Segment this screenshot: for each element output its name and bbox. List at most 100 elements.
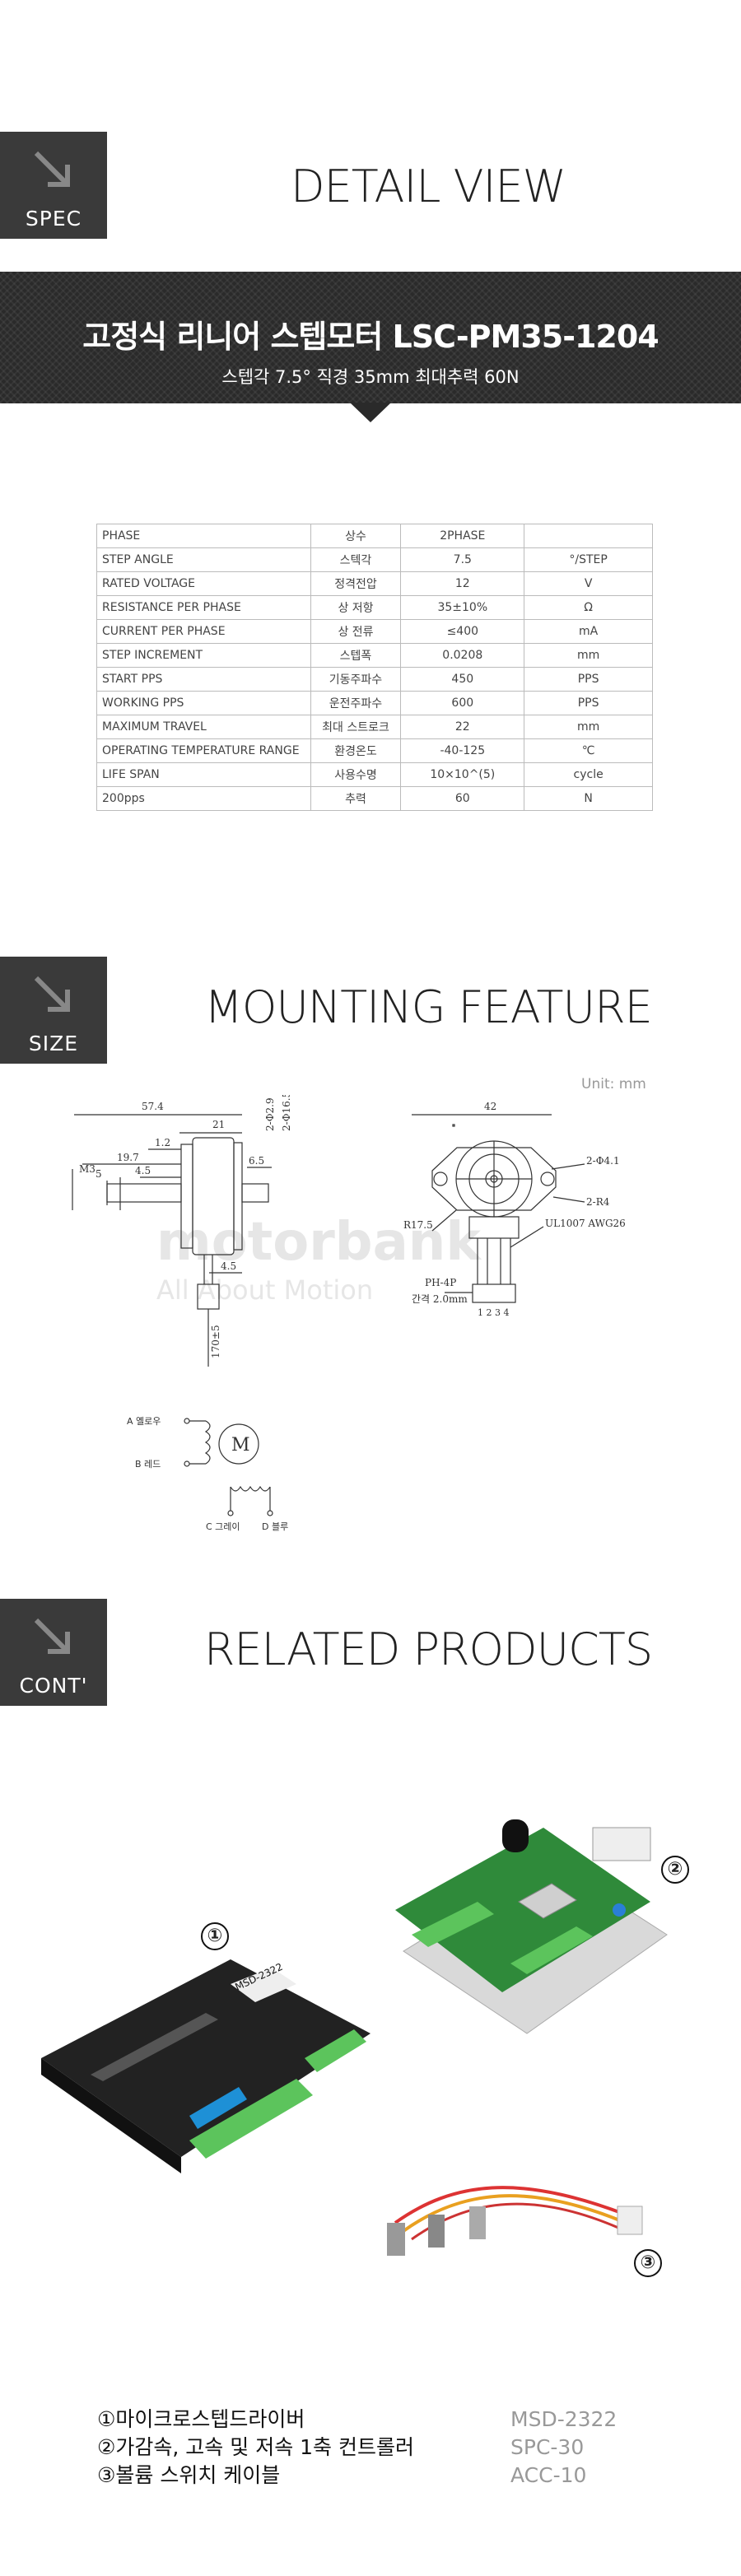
spec-cell-unit: mA — [524, 619, 653, 644]
product-item-3: ③볼륨 스위치 케이블 — [97, 2463, 281, 2487]
product-code-2: SPC-30 — [510, 2435, 585, 2459]
wire-d-label: D 블루 — [262, 1521, 288, 1532]
spec-cell-unit: cycle — [524, 762, 653, 787]
spec-cell-ko: 기동주파수 — [310, 667, 402, 692]
unit-note: Unit: mm — [581, 1076, 646, 1092]
detail-view-title: DETAIL VIEW — [291, 161, 566, 212]
dim-hole: 2-Φ4.1 — [586, 1155, 620, 1167]
spec-cell-ko: 상 저항 — [310, 595, 402, 620]
banner-subtitle: 스텝각 7.5° 직경 35mm 최대추력 60N — [221, 367, 520, 387]
driver-image: MSD-2322 — [41, 1959, 370, 2173]
spec-cell-ko: 상 전류 — [310, 619, 402, 644]
spec-cell-ko: 운전주파수 — [310, 691, 402, 715]
dim-6-5: 6.5 — [249, 1155, 264, 1167]
spec-cell-en: STEP ANGLE — [96, 547, 311, 572]
cont-tag-label: CONT' — [19, 1674, 88, 1698]
spec-cell-ko: 스텍각 — [310, 547, 402, 572]
spec-cell-en: CURRENT PER PHASE — [96, 619, 311, 644]
mounting-feature-title: MOUNTING FEATURE — [204, 981, 652, 1033]
product-codes: MSD-2322 SPC-30 ACC-10 — [510, 2406, 617, 2490]
dim-r17-5: R17.5 — [403, 1219, 433, 1231]
spec-cell-en: WORKING PPS — [96, 691, 311, 715]
dim-42: 42 — [484, 1101, 496, 1112]
cont-tag: CONT' — [0, 1599, 107, 1706]
spec-cell-value: 2PHASE — [400, 524, 525, 548]
spec-cell-value: 450 — [400, 667, 525, 692]
dim-5: 5 — [96, 1168, 102, 1180]
spec-tag: SPEC — [0, 132, 107, 239]
volume-switch-cable-image — [387, 2186, 643, 2256]
spec-cell-value: 22 — [400, 715, 525, 739]
spec-cell-ko: 스텝폭 — [310, 643, 402, 668]
spec-cell-en: RESISTANCE PER PHASE — [96, 595, 311, 620]
spec-cell-ko: 사용수명 — [310, 762, 402, 787]
dim-m3: M3 — [79, 1163, 96, 1175]
dim-57-4: 57.4 — [142, 1101, 164, 1112]
banner-title: 고정식 리니어 스텝모터 LSC-PM35-1204 — [82, 319, 659, 355]
marker-2: ② — [661, 1856, 689, 1884]
dim-21: 21 — [212, 1119, 225, 1130]
spec-cell-en: STEP INCREMENT — [96, 643, 311, 668]
spec-tag-label: SPEC — [25, 207, 82, 231]
product-item-1: ①마이크로스텝드라이버 — [97, 2407, 305, 2431]
spec-cell-en: OPERATING TEMPERATURE RANGE — [96, 738, 311, 763]
dim-4-5-bottom: 4.5 — [221, 1260, 236, 1272]
dim-1-2: 1.2 — [155, 1137, 170, 1148]
spec-cell-value: -40-125 — [400, 738, 525, 763]
connector-spec: PH-4P — [425, 1277, 456, 1288]
spec-cell-en: PHASE — [96, 524, 311, 548]
dim-4-5-top: 4.5 — [135, 1165, 151, 1176]
wire-a-label: A 옐로우 — [127, 1416, 161, 1427]
spec-cell-en: START PPS — [96, 667, 311, 692]
spec-cell-unit: mm — [524, 643, 653, 668]
product-banner: 고정식 리니어 스텝모터 LSC-PM35-1204 스텝각 7.5° 직경 3… — [0, 272, 741, 403]
spec-cell-unit: °/STEP — [524, 547, 653, 572]
spec-cell-en: MAXIMUM TRAVEL — [96, 715, 311, 739]
watermark-bottom: All About Motion — [156, 1274, 373, 1306]
spec-cell-unit: mm — [524, 715, 653, 739]
dim-19-7: 19.7 — [117, 1152, 139, 1163]
marker-3: ③ — [634, 2249, 662, 2277]
mounting-drawing: motorbank All About Motion — [72, 1095, 626, 1532]
banner-notch — [350, 403, 391, 422]
related-products-title: RELATED PRODUCTS — [203, 1623, 653, 1675]
spec-cell-unit: PPS — [524, 691, 653, 715]
spec-cell-value: 7.5 — [400, 547, 525, 572]
product-item-2: ②가감속, 고속 및 저속 1축 컨트롤러 — [97, 2435, 414, 2459]
spec-cell-unit: Ω — [524, 595, 653, 620]
arrow-down-right-icon — [34, 976, 70, 1012]
dim-2-2-9: 2-Φ2.9 — [264, 1097, 276, 1131]
spec-cell-value: 10×10^(5) — [400, 762, 525, 787]
product-code-1: MSD-2322 — [510, 2407, 618, 2431]
dim-2-16-5: 2-Φ16.5 — [281, 1095, 292, 1131]
spec-cell-en: 200pps — [96, 786, 311, 811]
spec-cell-ko: 추력 — [310, 786, 402, 811]
spec-cell-ko: 환경온도 — [310, 738, 402, 763]
cable-spec: UL1007 AWG26 — [545, 1218, 626, 1229]
spec-cell-value: 35±10% — [400, 595, 525, 620]
spec-cell-unit: V — [524, 571, 653, 596]
connector-pitch: 간격 2.0mm — [412, 1293, 468, 1305]
spec-cell-unit: PPS — [524, 667, 653, 692]
spec-cell-unit: ℃ — [524, 738, 653, 763]
spec-cell-unit: N — [524, 786, 653, 811]
spec-cell-value: ≤400 — [400, 619, 525, 644]
spec-cell-value: 60 — [400, 786, 525, 811]
controller-board-image — [395, 1819, 668, 2034]
wire-c-label: C 그레이 — [206, 1521, 240, 1532]
arrow-down-right-icon — [34, 151, 70, 187]
size-tag-label: SIZE — [28, 1032, 79, 1055]
spec-cell-value: 0.0208 — [400, 643, 525, 668]
spec-cell-unit — [524, 524, 653, 548]
